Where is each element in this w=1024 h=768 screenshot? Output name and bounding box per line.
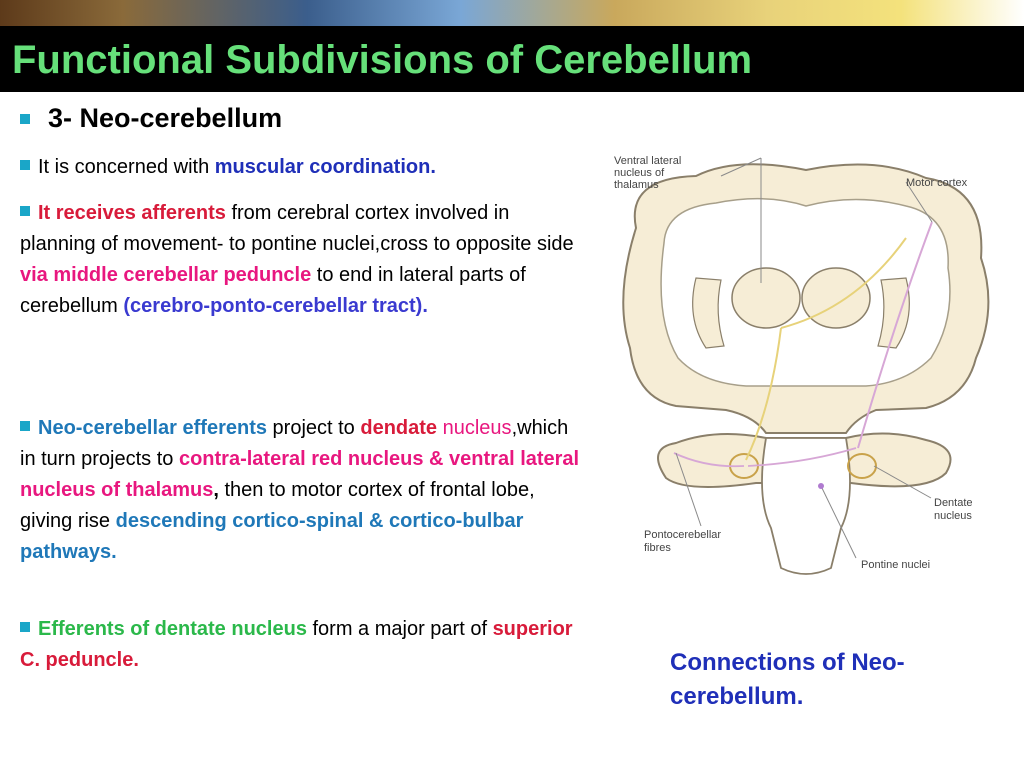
label-dentate-1: Dentate [934,497,973,509]
neo-cerebellum-diagram: Ventral lateral nucleus of thalamus Moto… [614,155,990,575]
label-ponto-2: fibres [644,542,671,554]
paragraph-afferents: It receives afferents from cerebral cort… [20,198,580,322]
p2-text-1: from cerebral cortex involved in plannin… [20,202,574,255]
square-bullet-icon [20,160,30,170]
slide-title: Functional Subdivisions of Cerebellum [12,38,753,82]
figure-caption: Connections of Neo-cerebellum. [670,649,905,710]
decorative-header-strip [0,0,1024,26]
p3-text-3: then to motor cortex of frontal lobe, gi… [20,479,535,532]
label-dentate-2: nucleus [934,510,972,522]
section-heading: 3- Neo-cerebellum [20,100,282,136]
square-bullet-icon [20,206,30,216]
paragraph-efferents: Neo-cerebellar efferents project to dend… [20,413,580,568]
p3-nucleus: nucleus [437,417,512,439]
p2-highlight-peduncle: via middle cerebellar peduncle [20,264,312,286]
label-motor-cortex: Motor cortex [906,177,968,189]
label-pontine-nuclei: Pontine nuclei [861,559,930,571]
p3-text-2: ,which in turn projects to [20,417,569,470]
p2-text-2: to end in lateral parts of cerebellum [20,264,526,317]
p3-highlight-efferents: Neo-cerebellar efferents [38,417,267,439]
p1-highlight: muscular coordination. [214,156,436,178]
label-thalamus-3: thalamus [614,179,659,191]
p3-highlight-red-nucleus: contra-lateral red nucleus & ventral lat… [20,448,580,501]
paragraph-superior-peduncle: Efferents of dentate nucleus form a majo… [20,614,580,676]
title-bar [0,26,1024,92]
paragraph-function: It is concerned with muscular coordinati… [20,152,580,183]
heading-text: 3- Neo-cerebellum [48,103,283,133]
square-bullet-icon [20,114,30,124]
p3-highlight-pathways: descending cortico-spinal & cortico-bulb… [20,510,524,563]
p1-text: It is concerned with [38,156,215,178]
p3-text-1: project to [266,417,361,439]
p4-highlight-dentate: Efferents of dentate nucleus [38,618,307,640]
p2-highlight-tract: (cerebro-ponto-cerebellar tract). [123,295,428,317]
label-thalamus-2: nucleus of [614,167,665,179]
p4-text: form a major part of [306,618,493,640]
p2-highlight-afferents: It receives afferents [38,202,226,224]
p3-highlight-dendate: dendate [360,417,438,439]
square-bullet-icon [20,421,30,431]
p3-comma: , [213,479,219,501]
label-thalamus-1: Ventral lateral [614,155,681,167]
square-bullet-icon [20,622,30,632]
brain-section-illustration [622,157,990,575]
p4-highlight-peduncle: superior C. peduncle. [20,618,573,671]
label-ponto-1: Pontocerebellar [644,529,721,541]
